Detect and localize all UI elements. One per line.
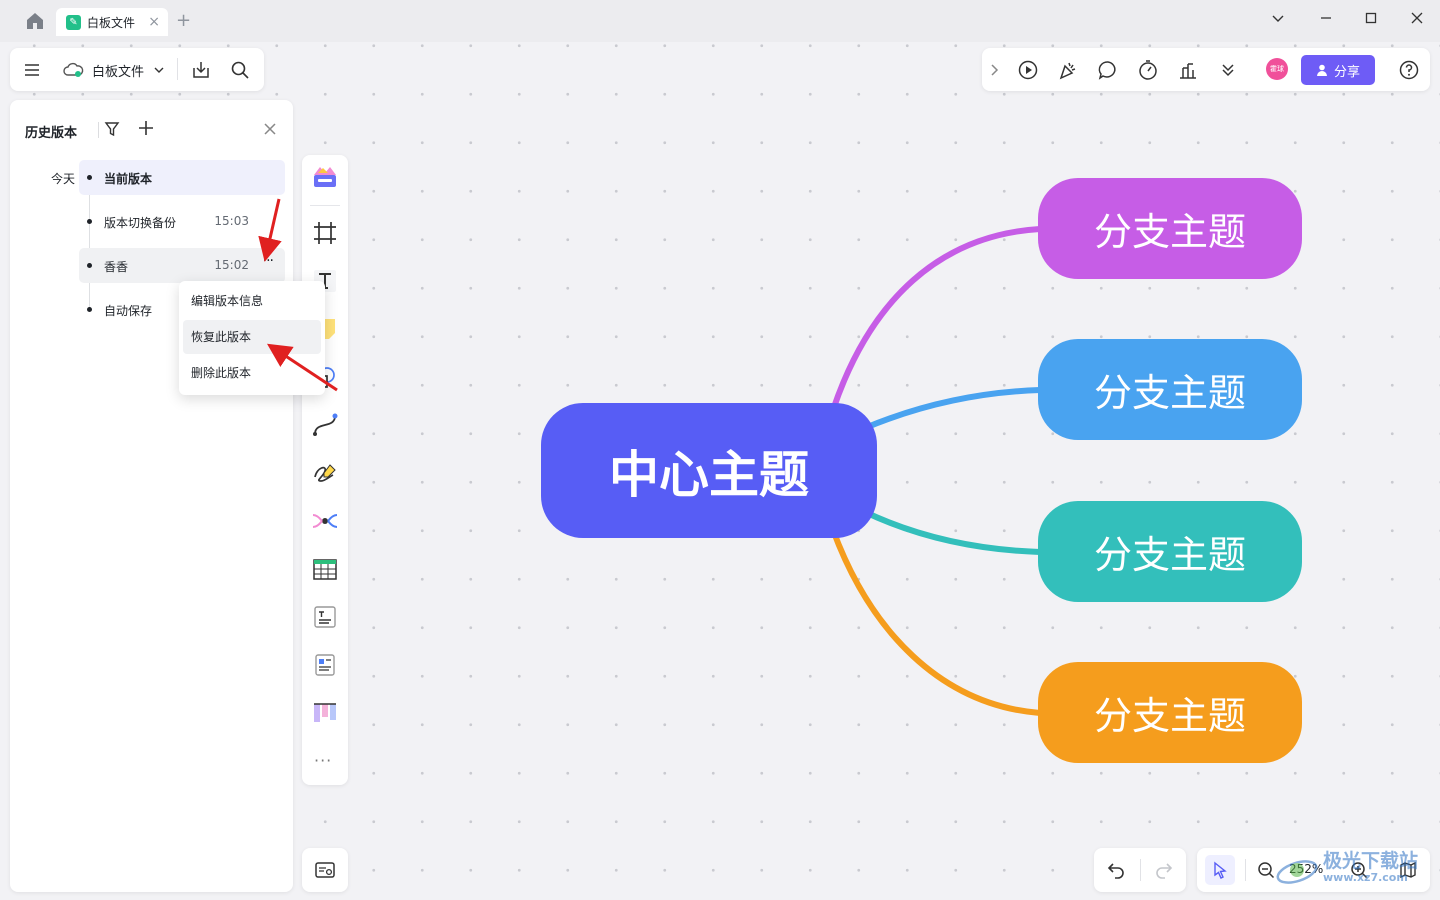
tab-close-icon[interactable]: × — [148, 14, 160, 30]
table-icon[interactable] — [311, 555, 339, 583]
mindmap-branch-node[interactable]: 分支主题 — [1038, 339, 1302, 440]
connector-line-icon[interactable] — [311, 411, 339, 439]
branch-node-text: 分支主题 — [1093, 371, 1246, 415]
mindmap-icon[interactable] — [311, 507, 339, 535]
map-icon[interactable] — [1399, 861, 1417, 879]
divider — [177, 58, 178, 80]
restore-version-menu-item[interactable]: 恢复此版本 — [183, 320, 321, 354]
edit-version-info-menu-item[interactable]: 编辑版本信息 — [191, 294, 264, 308]
menu-icon[interactable] — [23, 61, 41, 79]
branch-node-text: 分支主题 — [1093, 533, 1246, 577]
center-node-text: 中心主题 — [609, 445, 809, 504]
maximize-button[interactable] — [1361, 10, 1381, 30]
title-bar: ✎ 白板文件 × + — [0, 0, 1440, 42]
version-name: 当前版本 — [104, 172, 153, 186]
version-item[interactable]: 香香 15:02 ··· — [79, 248, 285, 283]
timeline-line — [89, 168, 90, 310]
mindmap-center-node[interactable]: 中心主题 — [541, 403, 877, 538]
share-button[interactable]: 分享 — [1301, 55, 1375, 85]
watermark-url: www.xz7.com — [1323, 871, 1408, 884]
zoom-out-icon[interactable] — [1257, 861, 1275, 879]
pen-icon[interactable] — [311, 459, 339, 487]
timer-icon[interactable] — [1137, 59, 1159, 81]
double-chevron-down-icon[interactable] — [1217, 59, 1239, 81]
branch-node-text: 分支主题 — [1093, 210, 1246, 254]
watermark-title: 极光下载站 — [1323, 850, 1419, 872]
top-left-toolbar: 白板文件 — [10, 48, 264, 91]
timeline-dot — [87, 219, 92, 224]
version-context-menu: 编辑版本信息 恢复此版本 删除此版本 — [179, 281, 325, 395]
select-tool-button[interactable] — [1205, 855, 1235, 885]
watermark-logo-icon — [1276, 860, 1318, 884]
file-name[interactable]: 白板文件 — [92, 65, 145, 80]
cloud-sync-icon — [63, 62, 84, 77]
undo-icon[interactable] — [1106, 860, 1126, 880]
divider — [98, 122, 99, 138]
mindmap-branch-node[interactable]: 分支主题 — [1038, 501, 1302, 602]
divider — [310, 205, 340, 206]
version-time: 15:02 — [214, 258, 249, 272]
timeline-dot — [87, 263, 92, 268]
minimap-toolbar — [302, 848, 348, 892]
zoom-in-icon[interactable] — [1350, 861, 1368, 879]
home-icon[interactable] — [24, 11, 46, 31]
cursor-icon — [1214, 861, 1227, 879]
minimize-button[interactable] — [1316, 10, 1336, 30]
branch-node-text: 分支主题 — [1093, 694, 1246, 738]
history-versions-panel: 历史版本 今天 当前版本 版本切换备份 15:03 香香 15:02 ··· 自… — [10, 100, 293, 892]
add-version-icon[interactable] — [137, 119, 155, 137]
celebrate-icon[interactable] — [1057, 59, 1079, 81]
frame-icon[interactable] — [311, 219, 339, 247]
add-user-icon — [1316, 64, 1327, 76]
comment-icon[interactable] — [1097, 59, 1119, 81]
app-logo-icon: ✎ — [66, 14, 81, 30]
panel-title: 历史版本 — [25, 126, 78, 141]
divider — [1245, 859, 1246, 881]
link-card-icon[interactable] — [311, 651, 339, 679]
more-tools-icon[interactable]: ··· — [314, 751, 333, 770]
delete-version-menu-item[interactable]: 删除此版本 — [191, 366, 252, 380]
download-icon[interactable] — [191, 60, 211, 80]
close-window-button[interactable] — [1407, 10, 1427, 30]
new-tab-button[interactable]: + — [176, 10, 192, 31]
vote-icon[interactable] — [1177, 59, 1199, 81]
kanban-icon[interactable] — [311, 699, 339, 727]
top-right-toolbar: 霍球 分享 — [982, 48, 1430, 91]
help-icon[interactable] — [1398, 59, 1420, 81]
document-icon[interactable] — [311, 603, 339, 631]
creation-toolbar: ··· — [302, 155, 348, 785]
chevron-down-icon[interactable] — [153, 64, 165, 76]
mindmap-branch-node[interactable]: 分支主题 — [1038, 662, 1302, 763]
more-options-icon[interactable]: ··· — [262, 253, 274, 269]
timeline-dot — [87, 175, 92, 180]
share-label: 分享 — [1333, 64, 1360, 80]
version-item-current[interactable]: 当前版本 — [79, 160, 285, 195]
version-item[interactable]: 版本切换备份 15:03 — [79, 204, 285, 239]
search-icon[interactable] — [230, 60, 250, 80]
version-item[interactable]: 自动保存 — [79, 292, 285, 327]
version-name: 自动保存 — [104, 304, 153, 318]
version-time: 15:03 — [214, 214, 249, 228]
tab-list-dropdown-icon[interactable] — [1268, 10, 1288, 30]
close-icon[interactable] — [262, 121, 278, 137]
watermark: 极光下载站 www.xz7.com — [1275, 846, 1435, 894]
timeline-dot — [87, 307, 92, 312]
tab-whiteboard-file[interactable]: ✎ 白板文件 × — [56, 8, 168, 36]
present-icon[interactable] — [1017, 59, 1039, 81]
tab-title: 白板文件 — [87, 15, 136, 30]
redo-icon[interactable] — [1154, 860, 1174, 880]
template-icon[interactable] — [311, 163, 339, 191]
version-name: 香香 — [104, 260, 129, 274]
history-controls — [1094, 848, 1186, 892]
mindmap-branch-node[interactable]: 分支主题 — [1038, 178, 1302, 279]
version-name: 版本切换备份 — [104, 216, 177, 230]
day-label: 今天 — [51, 172, 76, 186]
minimap-icon[interactable] — [314, 860, 336, 880]
avatar[interactable]: 霍球 — [1266, 58, 1288, 80]
filter-icon[interactable] — [103, 120, 121, 138]
chevron-right-icon[interactable] — [988, 59, 1002, 81]
divider — [1140, 859, 1141, 881]
